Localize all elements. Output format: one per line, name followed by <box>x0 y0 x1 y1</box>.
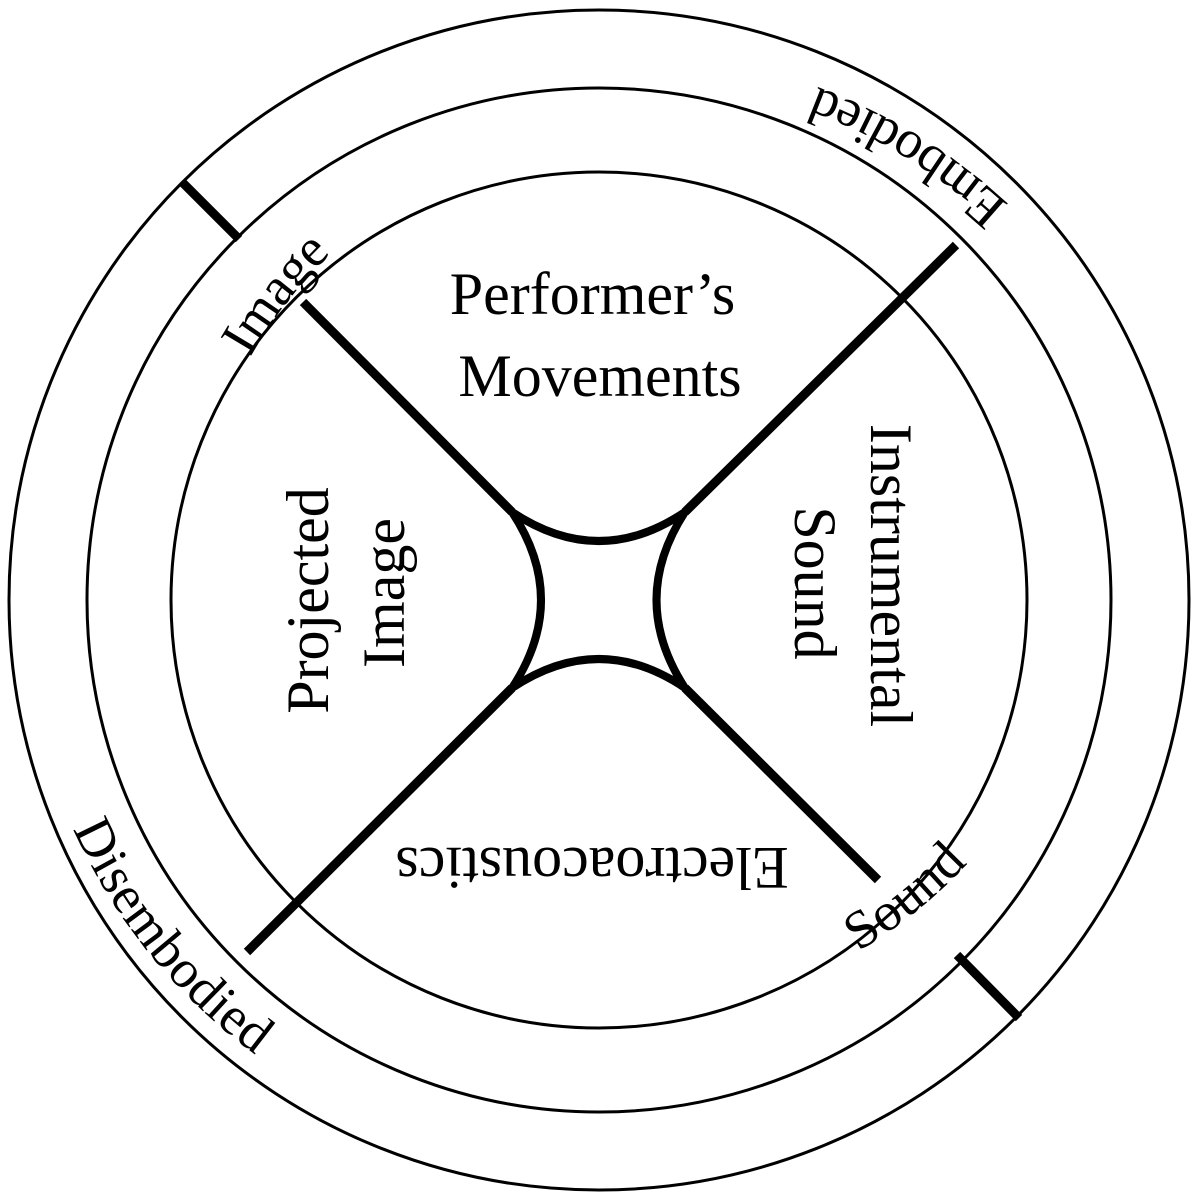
central-hub <box>508 508 689 692</box>
quadrant-top-label: Performer’s Movements <box>450 261 750 409</box>
spoke-top-right <box>681 241 960 516</box>
middle-ring-image-label: Image <box>209 220 340 364</box>
inner-ring <box>169 170 1029 1030</box>
ring-divider-lower-right <box>953 951 1023 1022</box>
ring-divider-upper-left <box>179 179 243 243</box>
middle-ring <box>85 86 1113 1114</box>
spoke-bottom-right <box>681 684 882 884</box>
middle-ring-sound-label: Sound <box>833 830 977 962</box>
quadrant-right-label: Instrumental Sound <box>782 424 924 742</box>
quadrant-bottom-label: Electroacoustics <box>395 835 788 901</box>
spoke-bottom-left <box>243 684 516 956</box>
outer-ring <box>7 8 1191 1192</box>
quadrant-left-label: Projected Image <box>275 472 417 714</box>
spoke-top-left <box>299 298 516 516</box>
outer-ring-embodied-label: Embodied <box>800 75 1017 240</box>
